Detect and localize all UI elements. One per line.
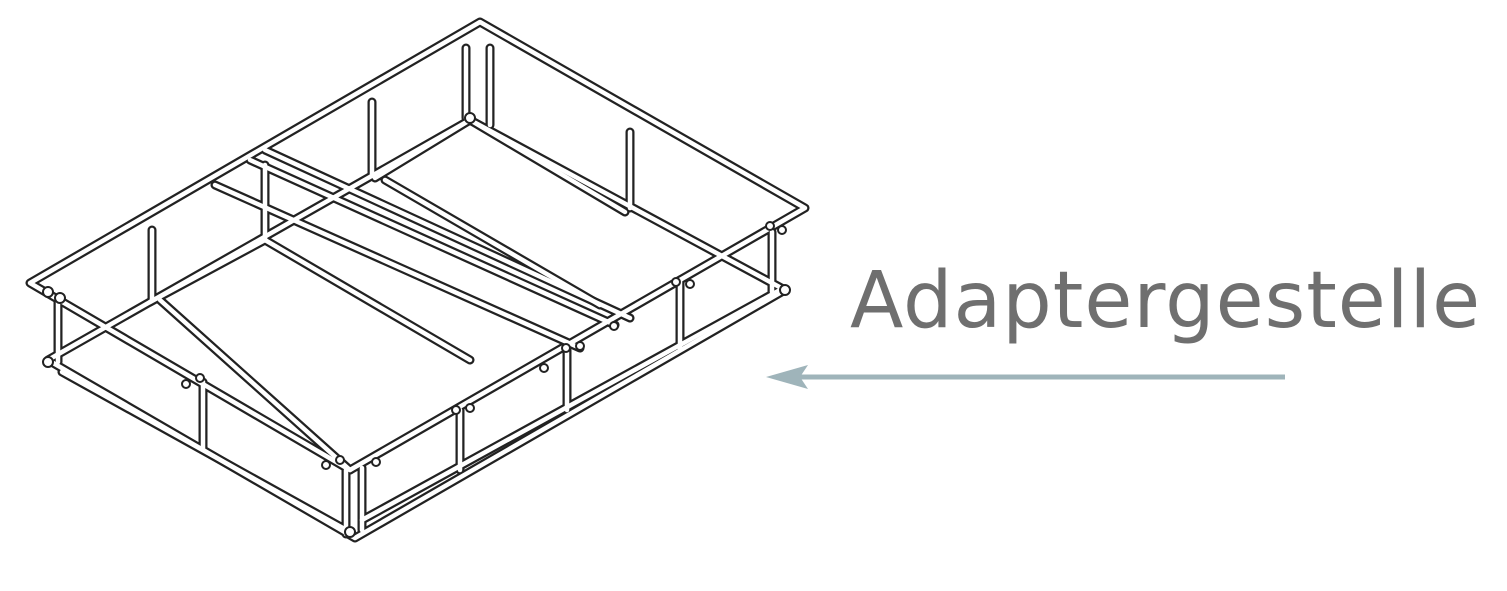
callout-label: Adaptergestelle — [850, 256, 1482, 346]
rack-frame — [25, 17, 810, 543]
top-rim — [25, 17, 810, 475]
callout-arrow — [766, 365, 1285, 389]
arrow-head — [766, 365, 808, 389]
rack-connectors — [42, 112, 791, 538]
rack-tubes-core — [27, 19, 808, 541]
